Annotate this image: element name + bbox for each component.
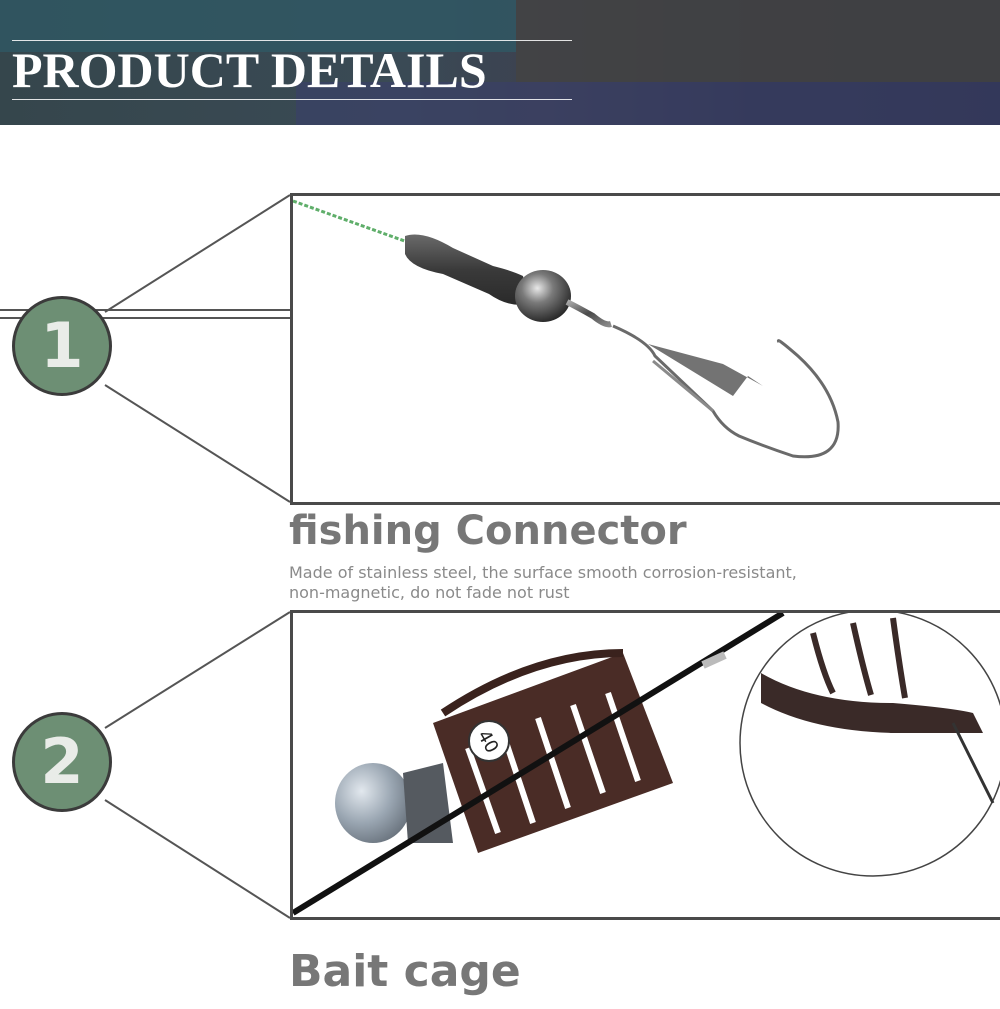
callout-line [104, 799, 291, 919]
banner-block [0, 0, 516, 52]
description-line: Made of stainless steel, the surface smo… [289, 563, 797, 582]
callout-line [104, 611, 291, 729]
snap-swivel-image [293, 199, 840, 459]
section-number-badge: 2 [12, 712, 112, 812]
zoom-circle [739, 613, 1000, 877]
section-title: fishing Connector [289, 508, 687, 554]
cage-weight-label [468, 720, 510, 762]
banner-block [296, 82, 1000, 125]
header-banner: PRODUCT DETAILS [0, 0, 1000, 125]
bait-cage-image: 40 [293, 613, 1000, 916]
description-line: non-magnetic, do not fade not rust [289, 583, 570, 602]
callout-line [104, 384, 291, 503]
banner-title: PRODUCT DETAILS [12, 40, 572, 100]
connector-photo [290, 193, 1000, 505]
section-description: Made of stainless steel, the surface smo… [289, 563, 797, 603]
banner-block [516, 0, 1000, 82]
bait-cage-photo: 40 [290, 610, 1000, 920]
section-number-badge: 1 [12, 296, 112, 396]
callout-line [104, 194, 291, 313]
section-title: Bait cage [289, 946, 521, 997]
